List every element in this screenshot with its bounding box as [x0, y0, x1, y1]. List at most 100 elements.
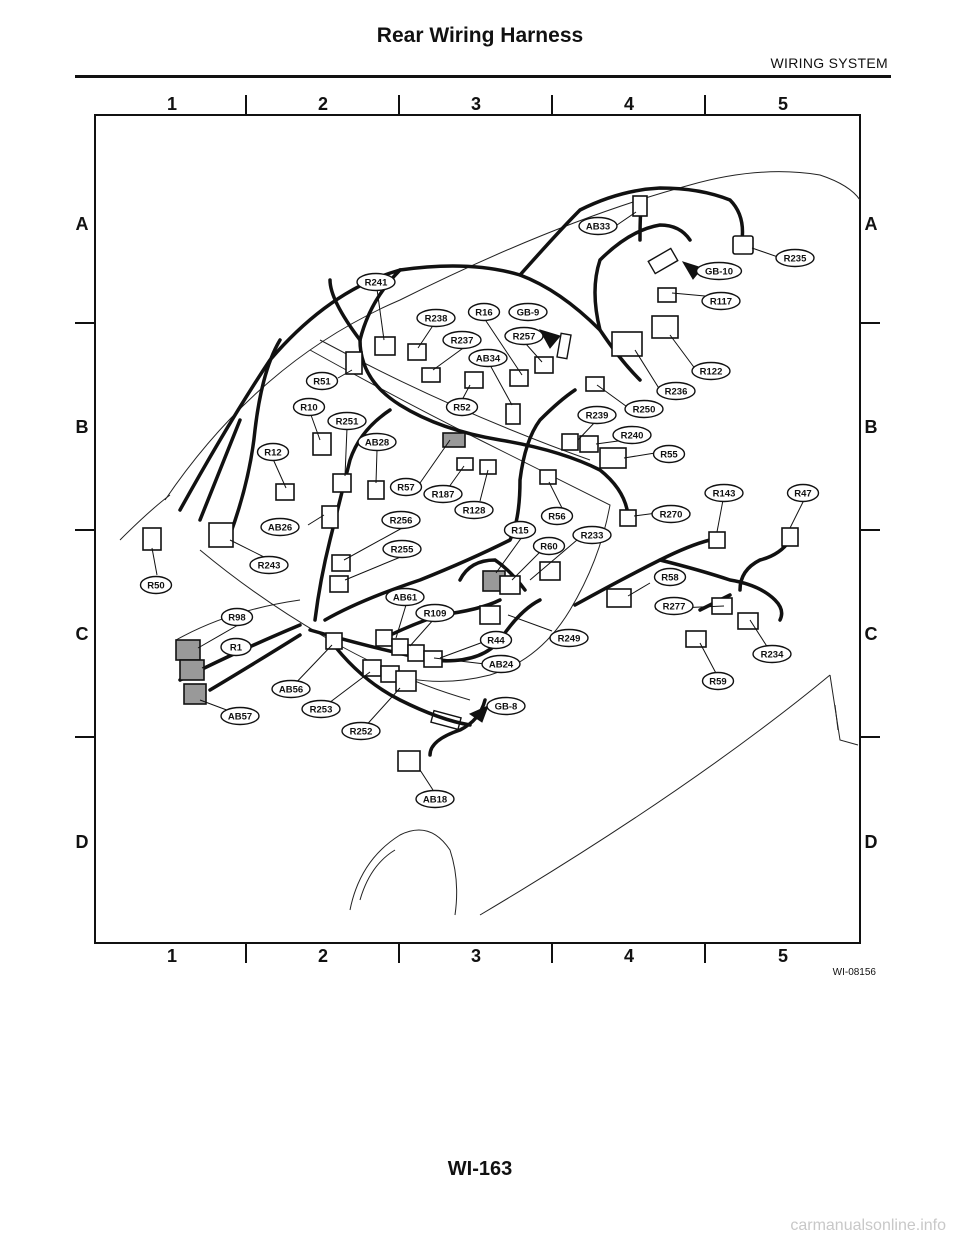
callout-oval: [139, 575, 173, 595]
callout-r12: R12: [256, 442, 290, 462]
callout-label: R237: [451, 335, 474, 346]
callout-r235: R235: [775, 248, 815, 268]
callout-r251: R251: [327, 411, 367, 431]
callout-label: R47: [794, 488, 811, 499]
grid-ticks: [75, 95, 880, 963]
callout-r255: R255: [382, 539, 422, 559]
callout-r1: R1: [220, 637, 252, 657]
callout-r15: R15: [503, 520, 537, 540]
callout-label: R255: [391, 544, 414, 555]
callout-label: R56: [548, 511, 565, 522]
callout-r50: R50: [139, 575, 173, 595]
callout-label: R16: [475, 307, 492, 318]
callout-oval: [415, 603, 455, 623]
callout-ab33: AB33: [578, 216, 618, 236]
callout-oval: [249, 555, 289, 575]
callout-r117: R117: [701, 291, 741, 311]
grid-row-label-left: C: [76, 624, 89, 644]
grid-column-label-bottom: 3: [471, 946, 481, 966]
grid-row-label-left: B: [76, 417, 89, 437]
callout-label: AB33: [586, 221, 610, 232]
grid-column-label-bottom: 2: [318, 946, 328, 966]
callout-ab56: AB56: [271, 679, 311, 699]
page-number: WI-163: [447, 1158, 513, 1180]
callout-r257: R257: [504, 326, 544, 346]
callout-label: R277: [663, 601, 686, 612]
grid-row-label-right: B: [865, 417, 878, 437]
callout-label: R60: [540, 541, 557, 552]
grid-column-label-top: 2: [318, 94, 328, 114]
callout-ab26: AB26: [260, 517, 300, 537]
callout-r10: R10: [292, 397, 326, 417]
ground-terminals: [430, 247, 679, 731]
callout-oval: [327, 411, 367, 431]
callout-oval: [423, 484, 463, 504]
callout-oval: [695, 261, 743, 281]
callout-oval: [271, 679, 311, 699]
callout-label: R15: [511, 525, 529, 536]
callout-oval: [416, 308, 456, 328]
callout-oval: [651, 504, 691, 524]
callout-label: R236: [665, 386, 688, 397]
callout-oval: [653, 567, 687, 587]
callout-oval: [540, 506, 574, 526]
callout-r128: R128: [454, 500, 494, 520]
callout-oval: [508, 302, 548, 322]
callout-label: R98: [228, 612, 245, 623]
callout-label: R256: [390, 515, 413, 526]
callout-oval: [701, 671, 735, 691]
section-label: WIRING SYSTEM: [770, 55, 888, 71]
callout-r240: R240: [612, 425, 652, 445]
callout-ab57: AB57: [220, 706, 260, 726]
callout-oval: [532, 536, 566, 556]
grid-column-label-top: 4: [624, 94, 634, 114]
callout-oval: [549, 628, 589, 648]
callout-oval: [389, 477, 423, 497]
callout-label: R55: [660, 449, 678, 460]
callout-r51: R51: [305, 371, 339, 391]
callout-r234: R234: [752, 644, 792, 664]
callout-r16: R16: [467, 302, 501, 322]
callout-label: AB28: [365, 437, 389, 448]
grid-column-label-top: 1: [167, 94, 177, 114]
grid-row-label-left: D: [76, 832, 89, 852]
callout-label: AB24: [489, 659, 514, 670]
callout-r238: R238: [416, 308, 456, 328]
callout-r241: R241: [356, 272, 396, 292]
callout-r56: R56: [540, 506, 574, 526]
callout-label: R239: [586, 410, 609, 421]
callout-label: R270: [660, 509, 683, 520]
callout-label: R241: [365, 277, 388, 288]
callout-oval: [481, 654, 521, 674]
callout-gb-8: GB-8: [486, 696, 526, 716]
callout-oval: [578, 216, 618, 236]
callout-oval: [220, 607, 254, 627]
callout-label: R243: [258, 560, 281, 571]
grid-column-label-bottom: 4: [624, 946, 634, 966]
callout-label: R128: [463, 505, 486, 516]
callout-label: GB-10: [705, 266, 733, 277]
grid-row-label-right: D: [865, 832, 878, 852]
callout-oval: [786, 483, 820, 503]
callout-label: AB61: [393, 592, 418, 603]
callout-oval: [220, 706, 260, 726]
callout-ab24: AB24: [481, 654, 521, 674]
connector-bodies: [142, 195, 799, 772]
callout-label: R250: [633, 404, 656, 415]
callout-r239: R239: [577, 405, 617, 425]
callout-label: AB18: [423, 794, 447, 805]
grid-row-label-right: A: [865, 214, 878, 234]
callout-label: R143: [713, 488, 736, 499]
callout-oval: [357, 432, 397, 452]
callout-ab61: AB61: [385, 587, 425, 607]
callout-oval: [381, 510, 421, 530]
callout-r98: R98: [220, 607, 254, 627]
callout-ab28: AB28: [357, 432, 397, 452]
callout-label: R117: [710, 296, 732, 307]
callout-label: R122: [700, 366, 723, 377]
callout-r277: R277: [654, 596, 694, 616]
grid-row-label-right: C: [865, 624, 878, 644]
callout-label: R240: [621, 430, 644, 441]
callout-oval: [503, 520, 537, 540]
